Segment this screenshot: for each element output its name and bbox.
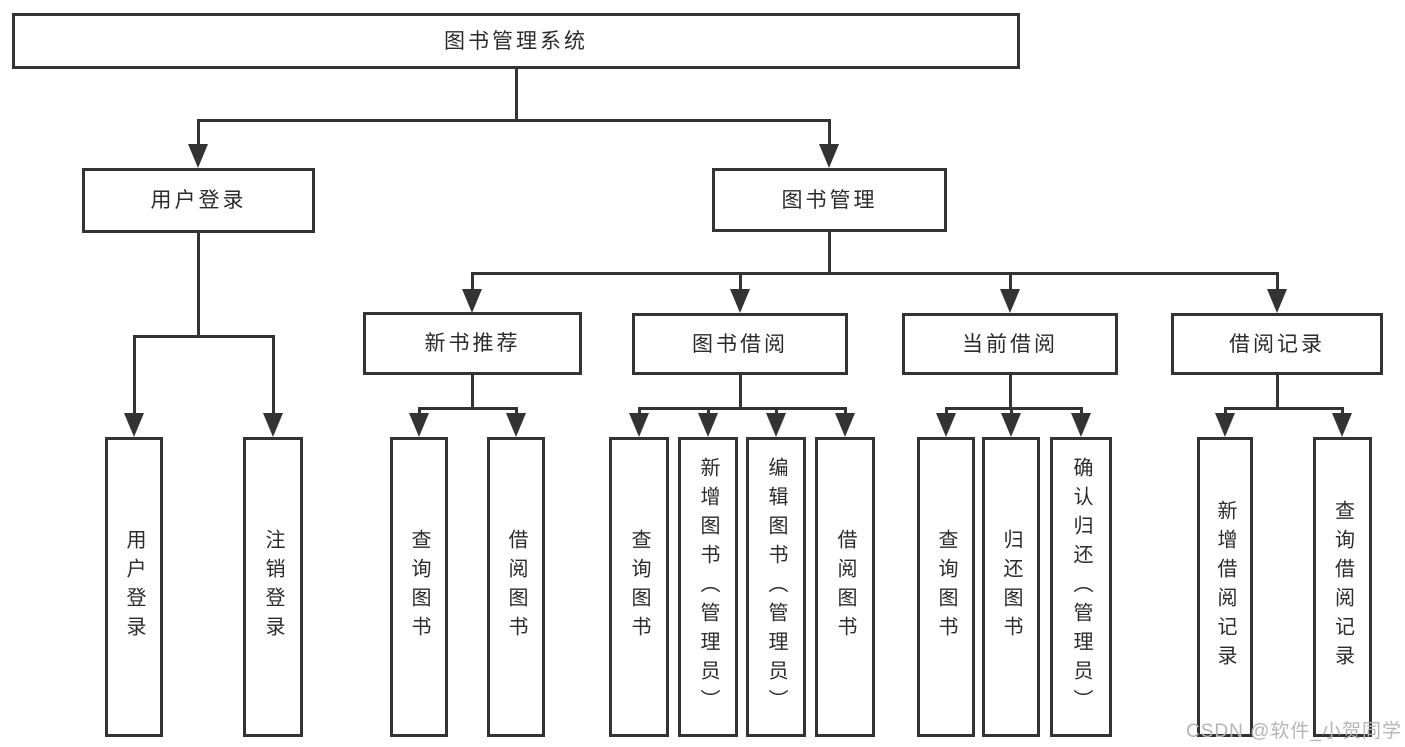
arrow-down-icon: [698, 413, 718, 437]
arrow-down-icon: [1071, 413, 1091, 437]
leaf-edit-book-admin: 编辑图书（管理员）: [746, 437, 806, 737]
arrow-down-icon: [936, 413, 956, 437]
connector-book-borrow-stem: [739, 375, 742, 410]
leaf-add-borrow-record: 新增借阅记录: [1197, 437, 1253, 737]
arrow-down-icon: [1332, 413, 1352, 437]
connector-arrow-shaft: [828, 119, 831, 147]
connector-level1-hline: [197, 119, 831, 122]
leaf-user-login-label: 用户登录: [123, 529, 145, 645]
csdn-watermark: CSDN @软件_小贺同学: [1186, 721, 1402, 742]
leaf-user-login: 用户登录: [105, 437, 163, 737]
leaf-query-book-current-label: 查询图书: [935, 529, 957, 645]
connector-book-management-stem: [828, 232, 831, 275]
connector-arrow-shaft: [1276, 272, 1279, 292]
arrow-down-icon: [1215, 413, 1235, 437]
leaf-borrow-book-recommend: 借阅图书: [487, 437, 545, 737]
leaf-return-book-label: 归还图书: [1000, 529, 1022, 645]
arrow-down-icon: [263, 413, 283, 437]
connector-arrow-shaft: [133, 335, 136, 417]
leaf-confirm-return-admin: 确认归还（管理员）: [1050, 437, 1112, 737]
leaf-edit-book-admin-label: 编辑图书（管理员）: [765, 456, 787, 718]
arrow-down-icon: [730, 289, 750, 313]
leaf-confirm-return-admin-label: 确认归还（管理员）: [1070, 456, 1092, 718]
connector-book-borrow-hline: [638, 407, 846, 410]
arrow-down-icon: [462, 289, 482, 313]
connector-new-book-recommend-stem: [471, 375, 474, 410]
connector-borrow-record-stem: [1276, 375, 1279, 410]
connector-arrow-shaft: [471, 272, 474, 292]
node-root: 图书管理系统: [12, 13, 1020, 69]
leaf-return-book: 归还图书: [982, 437, 1040, 737]
leaf-query-borrow-record: 查询借阅记录: [1313, 437, 1372, 737]
leaf-query-book-recommend-label: 查询图书: [408, 529, 430, 645]
connector-arrow-shaft: [1009, 272, 1012, 292]
node-root-label: 图书管理系统: [444, 29, 588, 53]
leaf-query-book-recommend: 查询图书: [390, 437, 448, 737]
leaf-query-book-borrow: 查询图书: [609, 437, 669, 737]
node-new-book-recommend: 新书推荐: [363, 312, 582, 375]
arrow-down-icon: [124, 413, 144, 437]
connector-user-login-hline: [133, 335, 275, 338]
arrow-down-icon: [506, 413, 526, 437]
leaf-logout: 注销登录: [243, 437, 303, 737]
node-book-management-label: 图书管理: [781, 188, 878, 212]
connector-root-stem: [515, 69, 518, 122]
node-current-borrow: 当前借阅: [902, 313, 1118, 375]
node-new-book-recommend-label: 新书推荐: [424, 332, 521, 355]
connector-level2-hline: [471, 272, 1279, 275]
arrow-down-icon: [835, 413, 855, 437]
arrow-down-icon: [1000, 289, 1020, 313]
node-borrow-record: 借阅记录: [1171, 313, 1383, 375]
leaf-logout-label: 注销登录: [262, 529, 284, 645]
node-borrow-record-label: 借阅记录: [1229, 332, 1325, 356]
arrow-down-icon: [1001, 413, 1021, 437]
node-user-login: 用户登录: [82, 168, 315, 233]
connector-new-book-recommend-hline: [418, 407, 518, 410]
leaf-query-book-current: 查询图书: [917, 437, 975, 737]
connector-user-login-stem: [197, 233, 200, 335]
arrow-down-icon: [188, 144, 208, 168]
leaf-query-borrow-record-label: 查询借阅记录: [1331, 500, 1354, 674]
connector-current-borrow-hline: [945, 407, 1082, 410]
connector-borrow-record-hline: [1224, 407, 1343, 410]
connector-arrow-shaft: [739, 272, 742, 292]
node-current-borrow-label: 当前借阅: [962, 332, 1058, 356]
node-book-borrow-label: 图书借阅: [692, 332, 788, 356]
leaf-borrow-book-label: 借阅图书: [834, 529, 856, 645]
arrow-down-icon: [629, 413, 649, 437]
arrow-down-icon: [819, 144, 839, 168]
leaf-add-book-admin-label: 新增图书（管理员）: [697, 456, 719, 718]
connector-current-borrow-stem: [1009, 375, 1012, 410]
arrow-down-icon: [1267, 289, 1287, 313]
leaf-borrow-book: 借阅图书: [815, 437, 875, 737]
leaf-query-book-borrow-label: 查询图书: [628, 529, 650, 645]
connector-arrow-shaft: [272, 335, 275, 417]
node-book-management: 图书管理: [712, 168, 947, 232]
leaf-add-borrow-record-label: 新增借阅记录: [1214, 500, 1236, 674]
connector-arrow-shaft: [197, 119, 200, 147]
arrow-down-icon: [766, 413, 786, 437]
node-user-login-label: 用户登录: [150, 189, 247, 212]
node-book-borrow: 图书借阅: [632, 313, 848, 375]
leaf-borrow-book-recommend-label: 借阅图书: [505, 529, 527, 645]
leaf-add-book-admin: 新增图书（管理员）: [678, 437, 738, 737]
arrow-down-icon: [409, 413, 429, 437]
